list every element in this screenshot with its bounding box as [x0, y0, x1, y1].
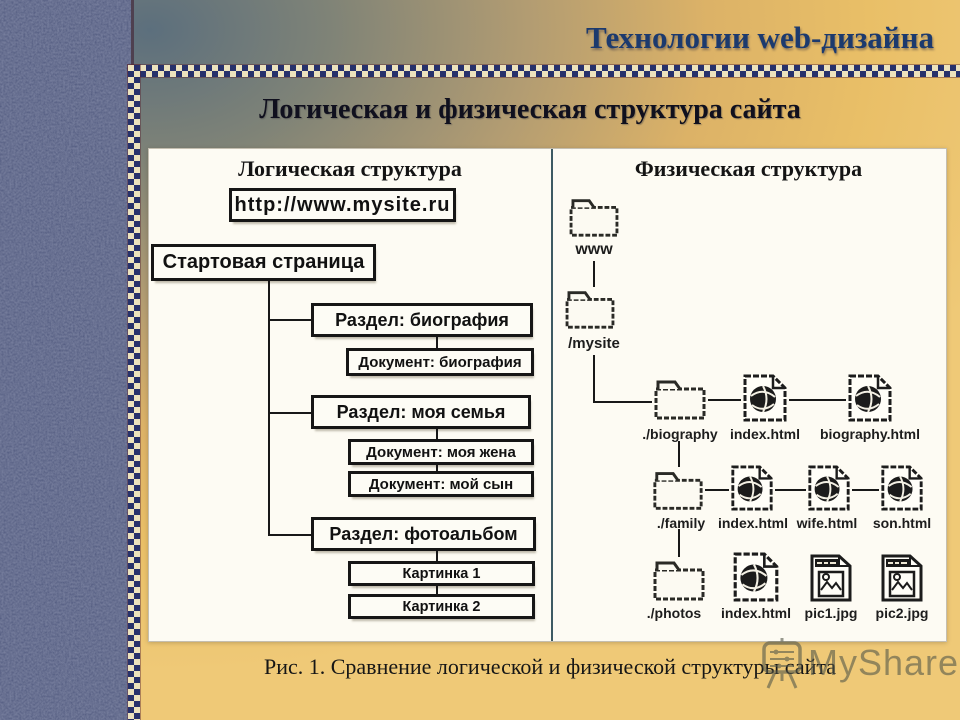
connector-line [593, 355, 595, 403]
slide-header-title: Технологии web-дизайна [586, 20, 934, 55]
mysite-folder-label: /mysite [568, 335, 620, 352]
slide-subtitle: Логическая и физическая структура сайта [259, 94, 801, 125]
band-noise-texture [0, 0, 131, 720]
connector-line [708, 399, 741, 401]
connector-line [678, 441, 680, 467]
watermark: MyShared [760, 636, 960, 690]
file-label: index.html [720, 605, 791, 621]
html-file-icon [846, 373, 894, 423]
html-file-icon [731, 551, 781, 603]
tree-trunk-line [268, 281, 270, 536]
jpg-file-icon [809, 553, 853, 603]
file-label: pic1.jpg [804, 605, 858, 621]
panel-divider-line [551, 149, 553, 641]
connector-line [436, 465, 438, 471]
connector-line [436, 429, 438, 439]
connector-line [593, 261, 595, 287]
document-wife-box: Документ: моя жена [348, 439, 534, 465]
html-file-icon [879, 464, 925, 512]
diamond-border-vertical [128, 65, 140, 720]
branch-line-photoalbum [268, 534, 312, 536]
connector-line [852, 489, 879, 491]
connector-line [789, 399, 846, 401]
document-biography-box: Документ: биография [346, 348, 534, 376]
site-url-box: http://www.mysite.ru [229, 188, 456, 222]
jpg-file-icon [880, 553, 924, 603]
section-photoalbum-box: Раздел: фотоальбом [311, 517, 536, 551]
folder-icon [652, 376, 708, 422]
file-label: index.html [717, 515, 788, 531]
section-family-box: Раздел: моя семья [311, 395, 531, 429]
logical-structure-heading: Логическая структура [238, 156, 462, 181]
photos-folder-label: ./photos [646, 605, 702, 621]
file-label: wife.html [796, 515, 858, 531]
folder-icon [651, 467, 705, 513]
family-folder-label: ./family [656, 515, 706, 531]
connector-line [436, 551, 438, 561]
file-label: pic2.jpg [875, 605, 929, 621]
biography-folder-label: ./biography [642, 426, 718, 442]
connector-line [775, 489, 806, 491]
document-son-box: Документ: мой сын [348, 471, 534, 497]
folder-icon [651, 557, 707, 603]
connector-line [678, 529, 680, 557]
html-file-icon [729, 464, 775, 512]
folder-icon [567, 195, 621, 239]
folder-icon [563, 287, 617, 331]
diamond-border-horizontal [128, 65, 960, 77]
connector-line [436, 337, 438, 348]
section-biography-box: Раздел: биография [311, 303, 533, 337]
physical-structure-heading: Физическая структура [634, 156, 863, 181]
connector-line [593, 401, 652, 403]
watermark-text: MyShared [808, 642, 960, 683]
projection-screen-icon [760, 636, 804, 690]
file-label: son.html [872, 515, 932, 531]
branch-line-biography [268, 319, 312, 321]
www-folder-label: www [575, 241, 613, 258]
picture-1-box: Картинка 1 [348, 561, 535, 586]
figure-caption: Рис. 1. Сравнение логической и физическо… [263, 654, 837, 679]
html-file-icon [741, 373, 789, 423]
html-file-icon [806, 464, 852, 512]
connector-line [436, 586, 438, 594]
file-label: biography.html [819, 426, 921, 442]
start-page-box: Стартовая страница [151, 244, 376, 281]
file-label: index.html [729, 426, 800, 442]
left-texture-band [0, 0, 131, 720]
figure-panel: Логическая структура http://www.mysite.r… [148, 148, 947, 642]
picture-2-box: Картинка 2 [348, 594, 535, 619]
branch-line-family [268, 412, 312, 414]
connector-line [705, 489, 729, 491]
